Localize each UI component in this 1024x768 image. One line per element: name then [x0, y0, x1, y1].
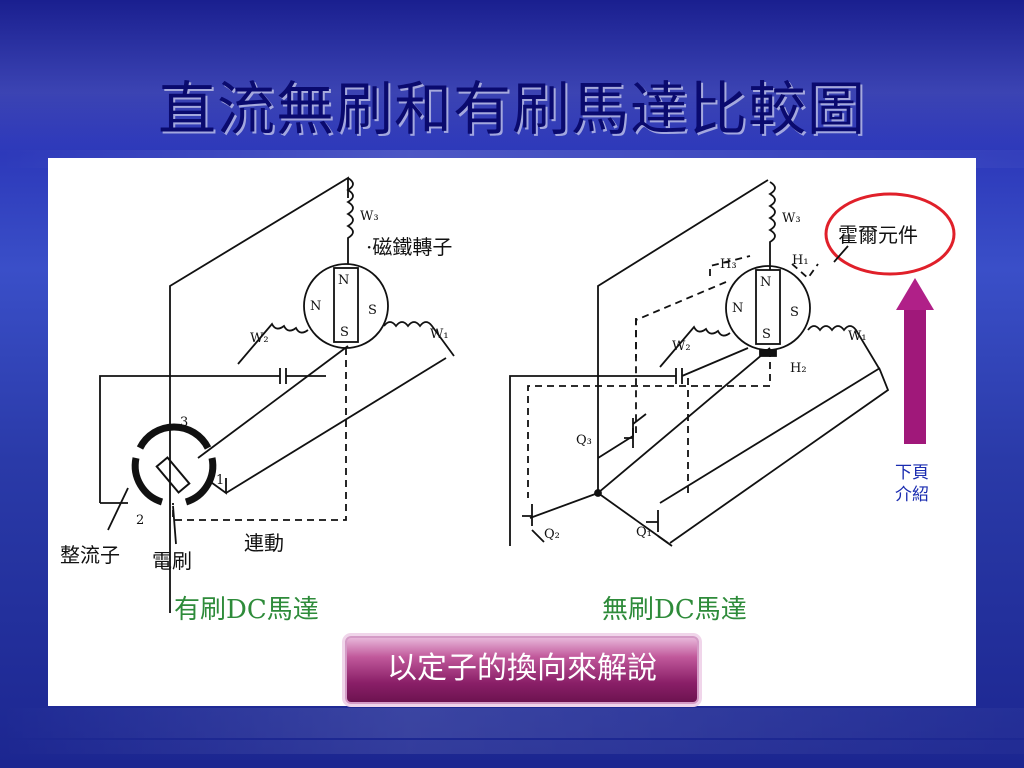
brushless-wire-left	[509, 375, 660, 546]
brushless-label-s-right: S	[790, 305, 799, 320]
brushed-label-w3: W₃	[360, 209, 379, 224]
brushed-commutator-right	[184, 457, 217, 506]
next-page-link[interactable]: 下頁 介紹	[884, 462, 940, 506]
brushed-wire-left-loop	[99, 375, 238, 503]
diagram-panel: W₃ ·磁鐵轉子 N N S S W₁ W₂ 3 2 1 整流子 電刷 連動 有…	[48, 158, 976, 706]
brushless-label-n-top: N	[760, 275, 771, 290]
next-page-line2: 介紹	[895, 485, 929, 505]
brushed-magnet-bar	[333, 267, 359, 343]
brushless-wire-w2-capacitor	[660, 347, 749, 384]
hall-element-highlight	[824, 192, 956, 276]
brushless-wire-w1-return	[659, 367, 881, 504]
brushed-label-n-left: N	[310, 299, 321, 314]
motor-comparison-diagram: W₃ ·磁鐵轉子 N N S S W₁ W₂ 3 2 1 整流子 電刷 連動 有…	[60, 176, 956, 625]
brushless-wire-frame	[597, 179, 769, 458]
brushed-wire-frame	[169, 176, 349, 613]
brushless-transistor-q2	[522, 504, 545, 543]
brushless-label-w3: W₃	[782, 211, 801, 226]
brushless-label-w2: W₂	[672, 339, 691, 354]
brushed-coil-w2	[237, 322, 309, 365]
brushless-coil-w3	[768, 181, 776, 270]
brushed-coil-w1	[383, 321, 455, 357]
brushed-commutator-top	[136, 423, 212, 450]
brushed-label-1: 1	[216, 473, 224, 488]
brushless-label-h2: H₂	[790, 361, 807, 376]
brushed-label-s-right: S	[368, 303, 377, 318]
brushless-transistor-q1	[646, 510, 673, 547]
brushless-hall-dashed-1	[635, 281, 727, 433]
brushless-label-q2: Q₂	[544, 527, 560, 542]
brushed-wire-1	[207, 478, 227, 495]
brushed-brush	[155, 456, 191, 494]
brushed-label-rotor: ·磁鐵轉子	[366, 235, 452, 259]
up-arrow-icon	[896, 278, 934, 444]
brushed-pointer-commutator	[107, 487, 129, 531]
brushless-caption: 無刷DC馬達	[602, 595, 747, 625]
hall-pointer	[833, 245, 849, 263]
brushed-label-commutator: 整流子	[60, 543, 120, 567]
brushless-label-q1: Q₁	[636, 525, 652, 540]
brushed-label-w1: W₁	[430, 327, 449, 342]
brushless-label-h1: H₁	[792, 253, 809, 268]
brushless-wire-q2	[529, 492, 599, 519]
brushed-label-w2: W₂	[250, 331, 269, 346]
brushless-common-node	[597, 347, 771, 495]
brushless-hall-h2-sensor	[759, 349, 777, 357]
brushed-label-brush: 電刷	[152, 549, 192, 573]
brushed-coil-w3	[346, 177, 354, 264]
brushed-label-n-top: N	[338, 273, 349, 288]
brushed-label-2: 2	[136, 513, 144, 528]
brushless-coil-w2	[659, 325, 731, 368]
brushless-hall-dashed-4	[709, 255, 751, 276]
next-page-line1: 下頁	[895, 463, 929, 483]
stator-commutation-button[interactable]: 以定子的換向來解說	[345, 636, 699, 704]
brushed-wire-w2-capacitor	[238, 368, 326, 384]
slide-title: 直流無刷和有刷馬達比較圖	[157, 75, 866, 143]
brushless-label-s-bottom: S	[762, 327, 771, 342]
brushless-wire-q1	[597, 492, 669, 544]
brushless-label-q3: Q₃	[576, 433, 592, 448]
brushless-magnet-bar	[755, 269, 781, 345]
brushless-label-hall: 霍爾元件	[838, 223, 918, 247]
brushless-transistor-q3	[624, 413, 647, 448]
brushed-wire-right	[225, 357, 447, 494]
brushless-label-n-left: N	[732, 301, 743, 316]
brushless-hall-dashed-3	[527, 350, 771, 498]
brushed-pointer-brush	[172, 505, 177, 545]
brushed-caption: 有刷DC馬達	[174, 595, 319, 625]
brushed-label-s-bottom: S	[340, 325, 349, 340]
brushless-label-w1: W₁	[848, 329, 867, 344]
brushless-coil-w1	[669, 325, 890, 544]
brushed-label-3: 3	[180, 415, 188, 430]
brushless-label-h3: H₃	[720, 257, 737, 272]
brushed-label-linked: 連動	[244, 531, 284, 555]
brushless-hall-dashed-5	[635, 318, 689, 498]
brushed-wire-to-commutator	[197, 345, 349, 459]
brushed-commutator-left	[131, 457, 164, 506]
